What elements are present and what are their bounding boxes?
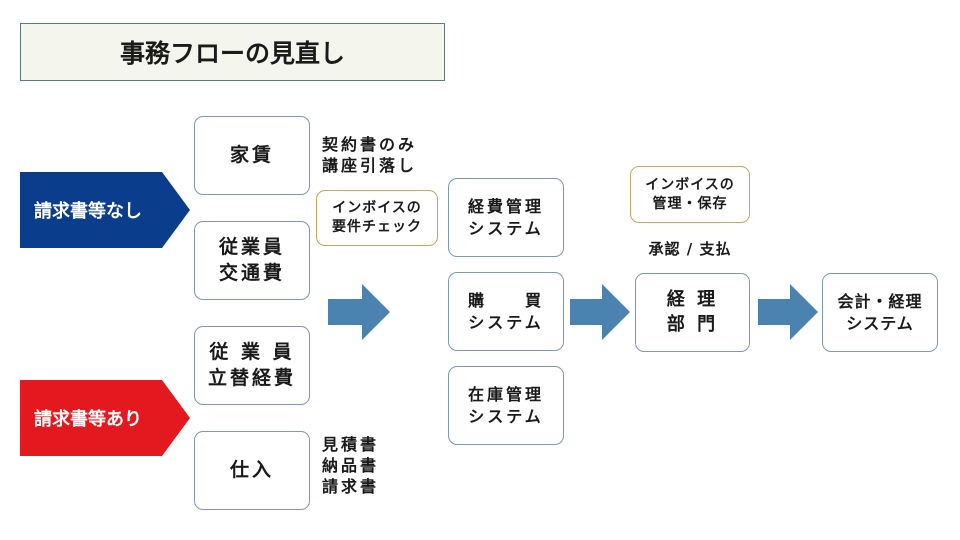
no-invoice-arrow-shape [20,172,190,248]
accounting-department-box: 経 理 部 門 [635,273,750,352]
with-invoice-label: 請求書等あり [34,409,142,430]
invoice-check-note: インボイスの 要件チェック [316,190,438,246]
accounting-system-box: 会計・経理 システム [822,273,938,352]
invoice-storage-note: インボイスの 管理・保存 [630,166,750,223]
purchase-box: 仕入 [194,431,310,510]
procurement-system-box: 購 買 システム [448,272,564,351]
approval-payment-label: 承認 / 支払 [648,240,732,258]
flow-arrow-3 [758,284,818,340]
page-title: 事務フローの見直し [20,23,445,81]
no-invoice-label: 請求書等なし [34,201,142,222]
flow-arrow-2 [570,284,630,340]
with-invoice-arrow-shape [20,380,190,456]
rent-documents-note: 契約書のみ 講座引落し [322,135,418,175]
rent-box: 家賃 [194,116,310,195]
commute-expense-box: 従業員 交通費 [194,221,310,300]
inventory-system-box: 在庫管理 システム [448,366,564,445]
purchase-documents-note: 見積書 納品書 請求書 [322,435,380,496]
reimbursement-box: 従 業 員 立替経費 [194,326,310,405]
expense-system-box: 経費管理 システム [448,178,564,257]
flow-arrow-1 [328,284,390,340]
